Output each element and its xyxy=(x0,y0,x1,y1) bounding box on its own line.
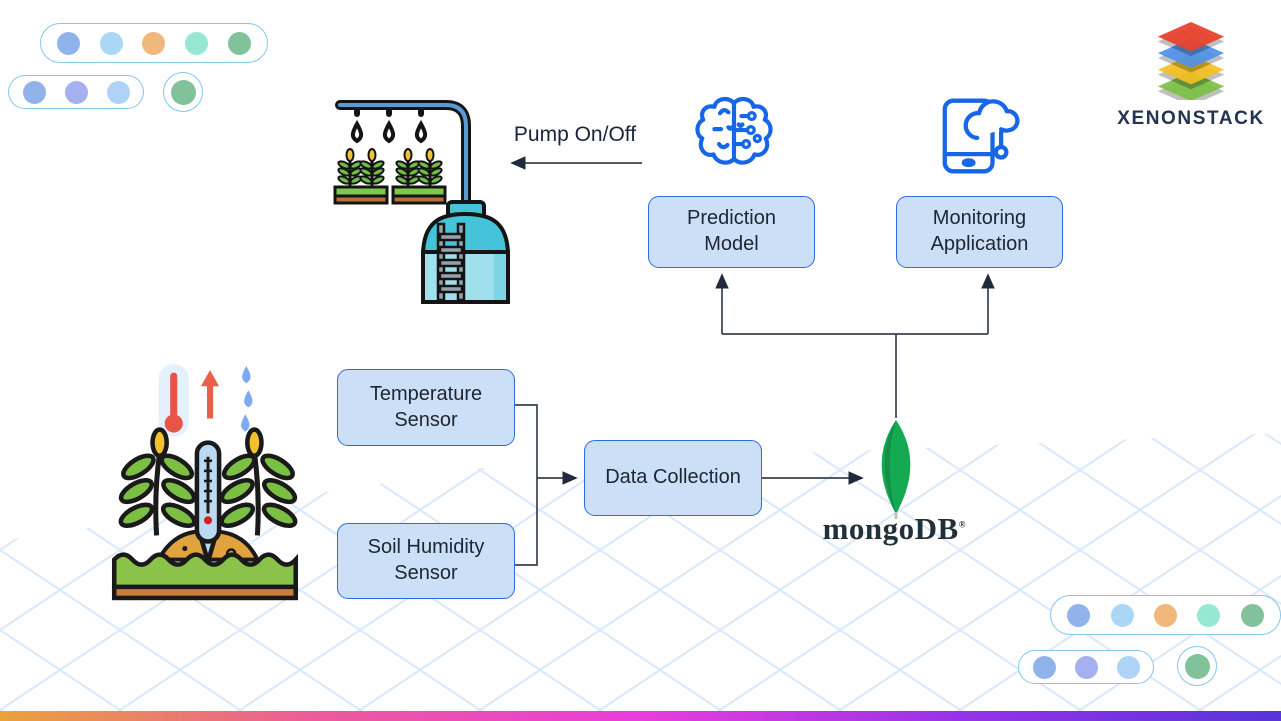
decor-dot xyxy=(22,80,46,104)
decor-dot xyxy=(1074,655,1098,679)
decor-ring-bottom xyxy=(1177,646,1217,686)
decor-dot xyxy=(170,79,196,105)
bottom-gradient-bar xyxy=(0,711,1281,721)
decor-dot xyxy=(56,31,80,55)
decor-dot xyxy=(106,80,130,104)
line-sensor-merge xyxy=(515,404,538,566)
decor-dot xyxy=(1184,653,1210,679)
decor-dot xyxy=(1153,603,1177,627)
decor-dot xyxy=(64,80,88,104)
mongodb-wordmark: mongoDB® xyxy=(822,511,966,546)
decor-pill-bottom-1 xyxy=(1050,595,1281,635)
decor-dot xyxy=(1116,655,1140,679)
node-temperature-sensor: Temperature Sensor xyxy=(337,369,515,446)
water-tank-icon xyxy=(420,200,511,304)
node-prediction-model: Prediction Model xyxy=(648,196,815,268)
soil-thermometer-icon xyxy=(194,440,222,570)
monitoring-app-icon xyxy=(942,98,1020,174)
plant-icon xyxy=(118,427,197,536)
node-data-collection: Data Collection xyxy=(584,440,762,516)
field-sensor-icon xyxy=(111,364,298,601)
decor-pill-top-1 xyxy=(40,23,268,63)
xenonstack-logo-icon xyxy=(1157,21,1225,106)
irrigation-pump-icon xyxy=(333,100,511,304)
mongodb-leaf-icon xyxy=(881,420,911,519)
crop-bed-icon xyxy=(333,147,447,205)
decor-dot xyxy=(185,31,209,55)
plant-icon xyxy=(219,427,298,536)
pump-onoff-label: Pump On/Off xyxy=(513,123,637,146)
decor-dot xyxy=(142,31,166,55)
decor-dot xyxy=(1067,603,1091,627)
node-soil-humidity-sensor: Soil Humidity Sensor xyxy=(337,523,515,599)
decor-dot xyxy=(1240,603,1264,627)
decor-dot xyxy=(1110,603,1134,627)
decor-ring-top xyxy=(163,72,203,112)
ai-brain-icon xyxy=(695,96,773,165)
decor-dot xyxy=(99,31,123,55)
decor-dot xyxy=(1032,655,1056,679)
node-monitoring-application: Monitoring Application xyxy=(896,196,1063,268)
decor-dot xyxy=(228,31,252,55)
xenonstack-brand-text: XENONSTACK xyxy=(1117,108,1265,129)
registered-mark: ® xyxy=(958,519,966,530)
decor-pill-top-2 xyxy=(8,75,144,109)
decor-dot xyxy=(1197,603,1221,627)
xenonstack-logo: XENONSTACK xyxy=(1098,20,1281,130)
decor-pill-bottom-2 xyxy=(1018,650,1154,684)
